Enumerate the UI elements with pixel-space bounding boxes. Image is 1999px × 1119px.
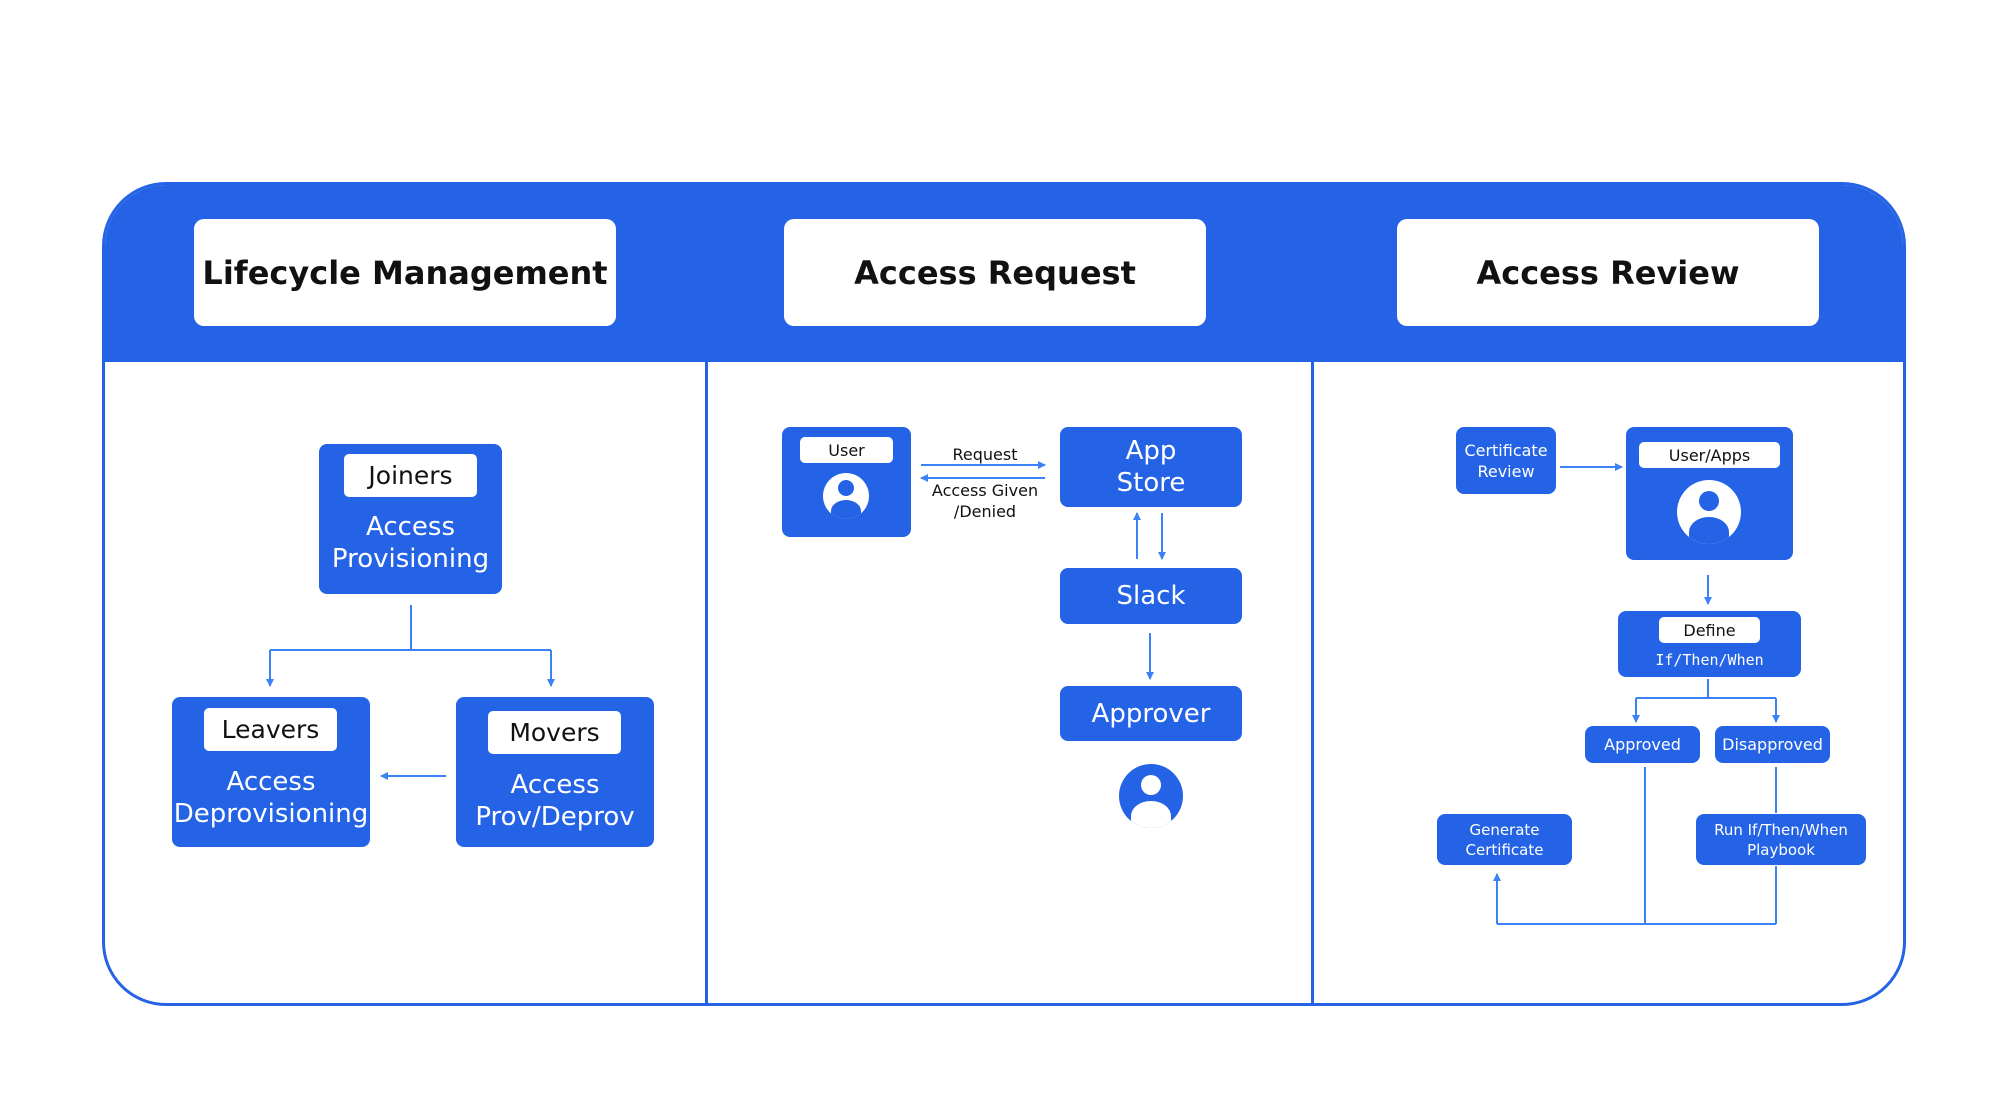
joiners-title-chip: Joiners [344, 454, 477, 497]
header-lifecycle-label: Lifecycle Management [202, 253, 608, 292]
define-title-chip: Define [1659, 617, 1760, 643]
disapproved-box: Disapproved [1715, 726, 1830, 763]
user-apps-avatar-icon [1677, 480, 1741, 544]
user-apps-title: User/Apps [1668, 445, 1751, 465]
approved-label: Approved [1604, 735, 1681, 754]
define-box: Define If/Then/When [1618, 611, 1801, 677]
slack-box: Slack [1060, 568, 1242, 624]
app-store-line2: Store [1116, 468, 1186, 498]
user-title-chip: User [800, 437, 893, 463]
run-playbook-line1: Run If/Then/When [1714, 820, 1848, 839]
header-lifecycle-management: Lifecycle Management [194, 219, 616, 326]
user-title: User [828, 440, 865, 460]
run-playbook-box: Run If/Then/When Playbook [1696, 814, 1866, 865]
movers-title-chip: Movers [488, 711, 621, 754]
joiners-box: Joiners Access Provisioning [319, 444, 502, 594]
movers-line2: Prov/Deprov [475, 802, 635, 832]
movers-line1: Access [510, 770, 600, 800]
header-access-request: Access Request [784, 219, 1206, 326]
certificate-review-line2: Review [1477, 461, 1535, 481]
joiners-line1: Access [365, 512, 455, 542]
certificate-review-line1: Certificate [1464, 440, 1548, 460]
leavers-box: Leavers Access Deprovisioning [172, 697, 370, 847]
movers-box: Movers Access Prov/Deprov [456, 697, 654, 847]
access-given-line2: /Denied [953, 502, 1017, 521]
certificate-review-box: Certificate Review [1456, 427, 1556, 494]
define-title: Define [1683, 620, 1736, 640]
app-store-line1: App [1125, 436, 1177, 466]
user-apps-box: User/Apps [1626, 427, 1793, 560]
access-given-label: Access Given /Denied [920, 480, 1050, 522]
diagram-frame: Lifecycle Management Access Request Acce… [102, 182, 1906, 1006]
joiners-line2: Provisioning [331, 544, 490, 574]
leavers-line2: Deprovisioning [173, 799, 369, 829]
run-playbook-line2: Playbook [1747, 840, 1815, 859]
joiners-title: Joiners [368, 461, 453, 490]
approved-box: Approved [1585, 726, 1700, 763]
header-request-label: Access Request [854, 253, 1136, 292]
user-box: User [782, 427, 911, 537]
generate-certificate-line2: Certificate [1465, 840, 1544, 859]
leavers-title: Leavers [221, 715, 320, 744]
movers-title: Movers [509, 718, 600, 747]
generate-certificate-box: Generate Certificate [1437, 814, 1572, 865]
user-avatar-icon [823, 473, 869, 519]
leavers-title-chip: Leavers [204, 708, 337, 751]
column-divider-2 [1311, 185, 1314, 1003]
approver-label: Approver [1091, 698, 1211, 729]
column-divider-1 [705, 185, 708, 1003]
define-ifthen: If/Then/When [1655, 651, 1764, 669]
header-access-review: Access Review [1397, 219, 1819, 326]
request-label: Request [952, 445, 1018, 464]
leavers-line1: Access [226, 767, 316, 797]
access-given-line1: Access Given [931, 481, 1039, 500]
slack-label: Slack [1116, 581, 1186, 611]
app-store-box: App Store [1060, 427, 1242, 507]
disapproved-label: Disapproved [1722, 735, 1823, 754]
approver-box: Approver [1060, 686, 1242, 741]
user-apps-title-chip: User/Apps [1639, 442, 1780, 468]
header-review-label: Access Review [1476, 253, 1740, 292]
approver-avatar-icon [1119, 764, 1183, 828]
generate-certificate-line1: Generate [1469, 820, 1540, 839]
